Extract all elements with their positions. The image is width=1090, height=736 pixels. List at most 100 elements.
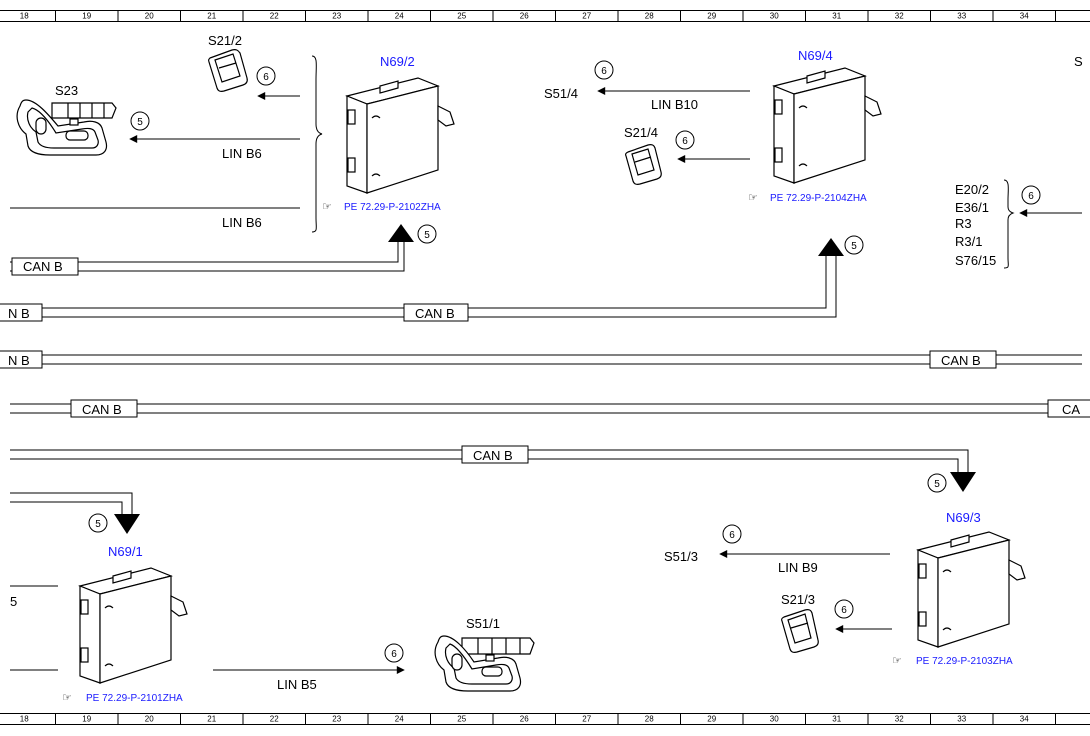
svg-text:6: 6 <box>263 72 269 83</box>
ruler-column-29: 29 <box>707 715 716 724</box>
ruler-column-22: 22 <box>270 715 279 724</box>
ruler-column-20: 20 <box>145 12 154 21</box>
reference-n69-2: ☞ PE 72.29-P-2102ZHA <box>322 201 441 213</box>
reference-hand-icon: ☞ <box>892 655 902 667</box>
svg-text:6: 6 <box>841 605 847 616</box>
marker-5-n69-1: 5 <box>88 513 108 533</box>
bus-can-b-5 <box>10 449 969 472</box>
brace-n69-2 <box>311 55 323 233</box>
n69-1-module-icon <box>78 567 188 684</box>
bus-arrow-n69-4 <box>818 238 844 256</box>
label-can-b-5: CAN B <box>473 448 513 463</box>
ruler-column-31: 31 <box>832 12 841 21</box>
ruler-column-30: 30 <box>770 715 779 724</box>
brace-group <box>1003 179 1015 269</box>
label-s21-2: S21/2 <box>208 33 242 48</box>
svg-text:R3/1: R3/1 <box>955 234 982 249</box>
s51-1-seat-switch-icon <box>434 635 535 692</box>
ruler-column-20: 20 <box>145 715 154 724</box>
svg-text:R3: R3 <box>955 216 972 231</box>
label-lin-b6-lower: LIN B6 <box>222 215 262 230</box>
marker-5-n69-3: 5 <box>927 473 947 493</box>
ruler-column-22: 22 <box>270 12 279 21</box>
bus-to-n69-1 <box>10 492 133 514</box>
svg-text:PE 72.29-P-2103ZHA: PE 72.29-P-2103ZHA <box>916 656 1013 667</box>
bus-arrow-n69-1 <box>114 514 140 534</box>
svg-text:PE 72.29-P-2102ZHA: PE 72.29-P-2102ZHA <box>344 202 441 213</box>
s21-2-switch-icon <box>207 49 248 92</box>
ruler-column-23: 23 <box>332 12 341 21</box>
reference-n69-1: ☞ PE 72.29-P-2101ZHA <box>62 692 183 704</box>
ruler-column-26: 26 <box>520 715 529 724</box>
ruler-column-25: 25 <box>457 715 466 724</box>
bus-arrow-n69-2 <box>388 224 414 242</box>
bus-can-b-2 <box>10 256 837 318</box>
ruler-column-28: 28 <box>645 715 654 724</box>
marker-5-n69-2: 5 <box>417 224 437 244</box>
ruler-column-31: 31 <box>832 715 841 724</box>
s21-4-switch-icon <box>625 144 662 185</box>
ruler-column-26: 26 <box>520 12 529 21</box>
label-edge-s: S <box>1074 54 1083 69</box>
reference-hand-icon: ☞ <box>322 201 332 213</box>
label-s51-4: S51/4 <box>544 86 578 101</box>
s23-seat-switch-icon <box>16 99 117 156</box>
label-n69-3: N69/3 <box>946 510 981 525</box>
ruler-column-27: 27 <box>582 12 591 21</box>
svg-text:6: 6 <box>729 530 735 541</box>
label-edge-5: 5 <box>10 594 17 609</box>
label-s51-3: S51/3 <box>664 549 698 564</box>
marker-6-s51-3: 6 <box>722 524 742 544</box>
ruler-column-19: 19 <box>82 12 91 21</box>
svg-text:PE 72.29-P-2104ZHA: PE 72.29-P-2104ZHA <box>770 193 867 204</box>
ruler-column-33: 33 <box>957 12 966 21</box>
reference-n69-4: ☞ PE 72.29-P-2104ZHA <box>748 192 867 204</box>
ruler-column-24: 24 <box>395 12 404 21</box>
label-lin-b10: LIN B10 <box>651 97 698 112</box>
ruler-column-24: 24 <box>395 715 404 724</box>
label-n69-1: N69/1 <box>108 544 143 559</box>
svg-text:PE 72.29-P-2101ZHA: PE 72.29-P-2101ZHA <box>86 693 183 704</box>
marker-5-n69-4: 5 <box>844 235 864 255</box>
ruler-column-33: 33 <box>957 715 966 724</box>
label-can-b-1: CAN B <box>23 259 63 274</box>
ruler-column-27: 27 <box>582 715 591 724</box>
ruler-column-21: 21 <box>207 715 216 724</box>
group-list: E20/2 E36/1 R3 R3/1 S76/15 <box>955 182 996 268</box>
svg-text:5: 5 <box>95 519 101 530</box>
svg-text:E20/2: E20/2 <box>955 182 989 197</box>
label-s51-1: S51/1 <box>466 616 500 631</box>
label-s21-4: S21/4 <box>624 125 658 140</box>
svg-text:5: 5 <box>137 117 143 128</box>
bus-can-b-4 <box>10 403 1082 414</box>
bus-can-b-3 <box>10 354 1082 365</box>
marker-6-s21-2: 6 <box>256 66 276 86</box>
label-can-b-3: CAN B <box>941 353 981 368</box>
marker-6-s21-4: 6 <box>675 130 695 150</box>
marker-6-s51-1: 6 <box>384 643 404 663</box>
svg-text:5: 5 <box>851 241 857 252</box>
svg-text:6: 6 <box>1028 191 1034 202</box>
label-n69-2: N69/2 <box>380 54 415 69</box>
label-can-b-2: CAN B <box>415 306 455 321</box>
svg-text:S76/15: S76/15 <box>955 253 996 268</box>
label-lin-b5: LIN B5 <box>277 677 317 692</box>
label-s23: S23 <box>55 83 78 98</box>
ruler-column-18: 18 <box>20 12 29 21</box>
marker-5-s23: 5 <box>130 111 150 131</box>
svg-text:6: 6 <box>682 136 688 147</box>
svg-text:6: 6 <box>601 66 607 77</box>
label-ca-4: CA <box>1062 402 1080 417</box>
label-n-b-3: N B <box>8 353 30 368</box>
ruler-column-19: 19 <box>82 715 91 724</box>
label-can-b-4: CAN B <box>82 402 122 417</box>
n69-3-module-icon <box>916 531 1026 648</box>
label-n-b-2: N B <box>8 306 30 321</box>
label-lin-b9: LIN B9 <box>778 560 818 575</box>
reference-hand-icon: ☞ <box>62 692 72 704</box>
reference-hand-icon: ☞ <box>748 192 758 204</box>
reference-n69-3: ☞ PE 72.29-P-2103ZHA <box>892 655 1013 667</box>
